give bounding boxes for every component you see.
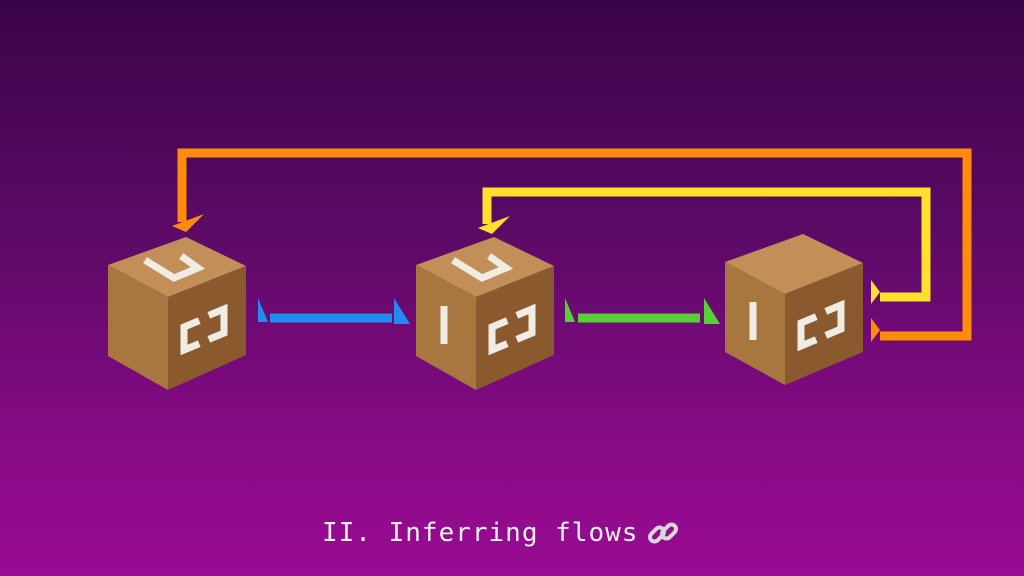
- box-2-top-face: [416, 237, 554, 297]
- caption-text: II. Inferring flows: [322, 518, 639, 548]
- yellow-loop-line: [482, 187, 931, 302]
- box-1-bracket-glyph: [180, 303, 228, 356]
- slide-caption: II. Inferring flows: [322, 516, 680, 550]
- yellow-arrowhead: [478, 216, 510, 234]
- box-2-side-face: [476, 266, 554, 390]
- box-3-top-face: [725, 234, 863, 294]
- box-3-side-face: [785, 263, 863, 385]
- flow-box1-to-box2: [258, 298, 410, 324]
- orange-loop-line: [177, 148, 972, 341]
- box-1: [108, 237, 246, 390]
- orange-tail: [871, 318, 880, 342]
- flow-box3-to-box2: [478, 187, 931, 304]
- blue-tail: [258, 298, 268, 322]
- box-2: [416, 237, 554, 390]
- orange-arrowhead: [172, 214, 204, 232]
- green-arrowhead: [704, 298, 720, 324]
- link-icon: [648, 522, 679, 544]
- box-2-top-glyph-u: [451, 253, 514, 282]
- box-1-front-face: [108, 265, 168, 390]
- flow-box2-to-box3: [565, 298, 720, 324]
- box-1-top-face: [108, 237, 246, 297]
- box-1-top-glyph-u: [143, 253, 206, 282]
- green-tail: [565, 298, 575, 322]
- box-1-side-face: [168, 266, 246, 390]
- box-2-bracket-glyph: [488, 303, 536, 356]
- box-3: [725, 234, 863, 385]
- yellow-tail: [871, 280, 880, 304]
- blue-arrowhead: [394, 298, 410, 324]
- flow-box3-to-box1: [172, 148, 972, 342]
- box-3-bracket-glyph: [797, 299, 845, 352]
